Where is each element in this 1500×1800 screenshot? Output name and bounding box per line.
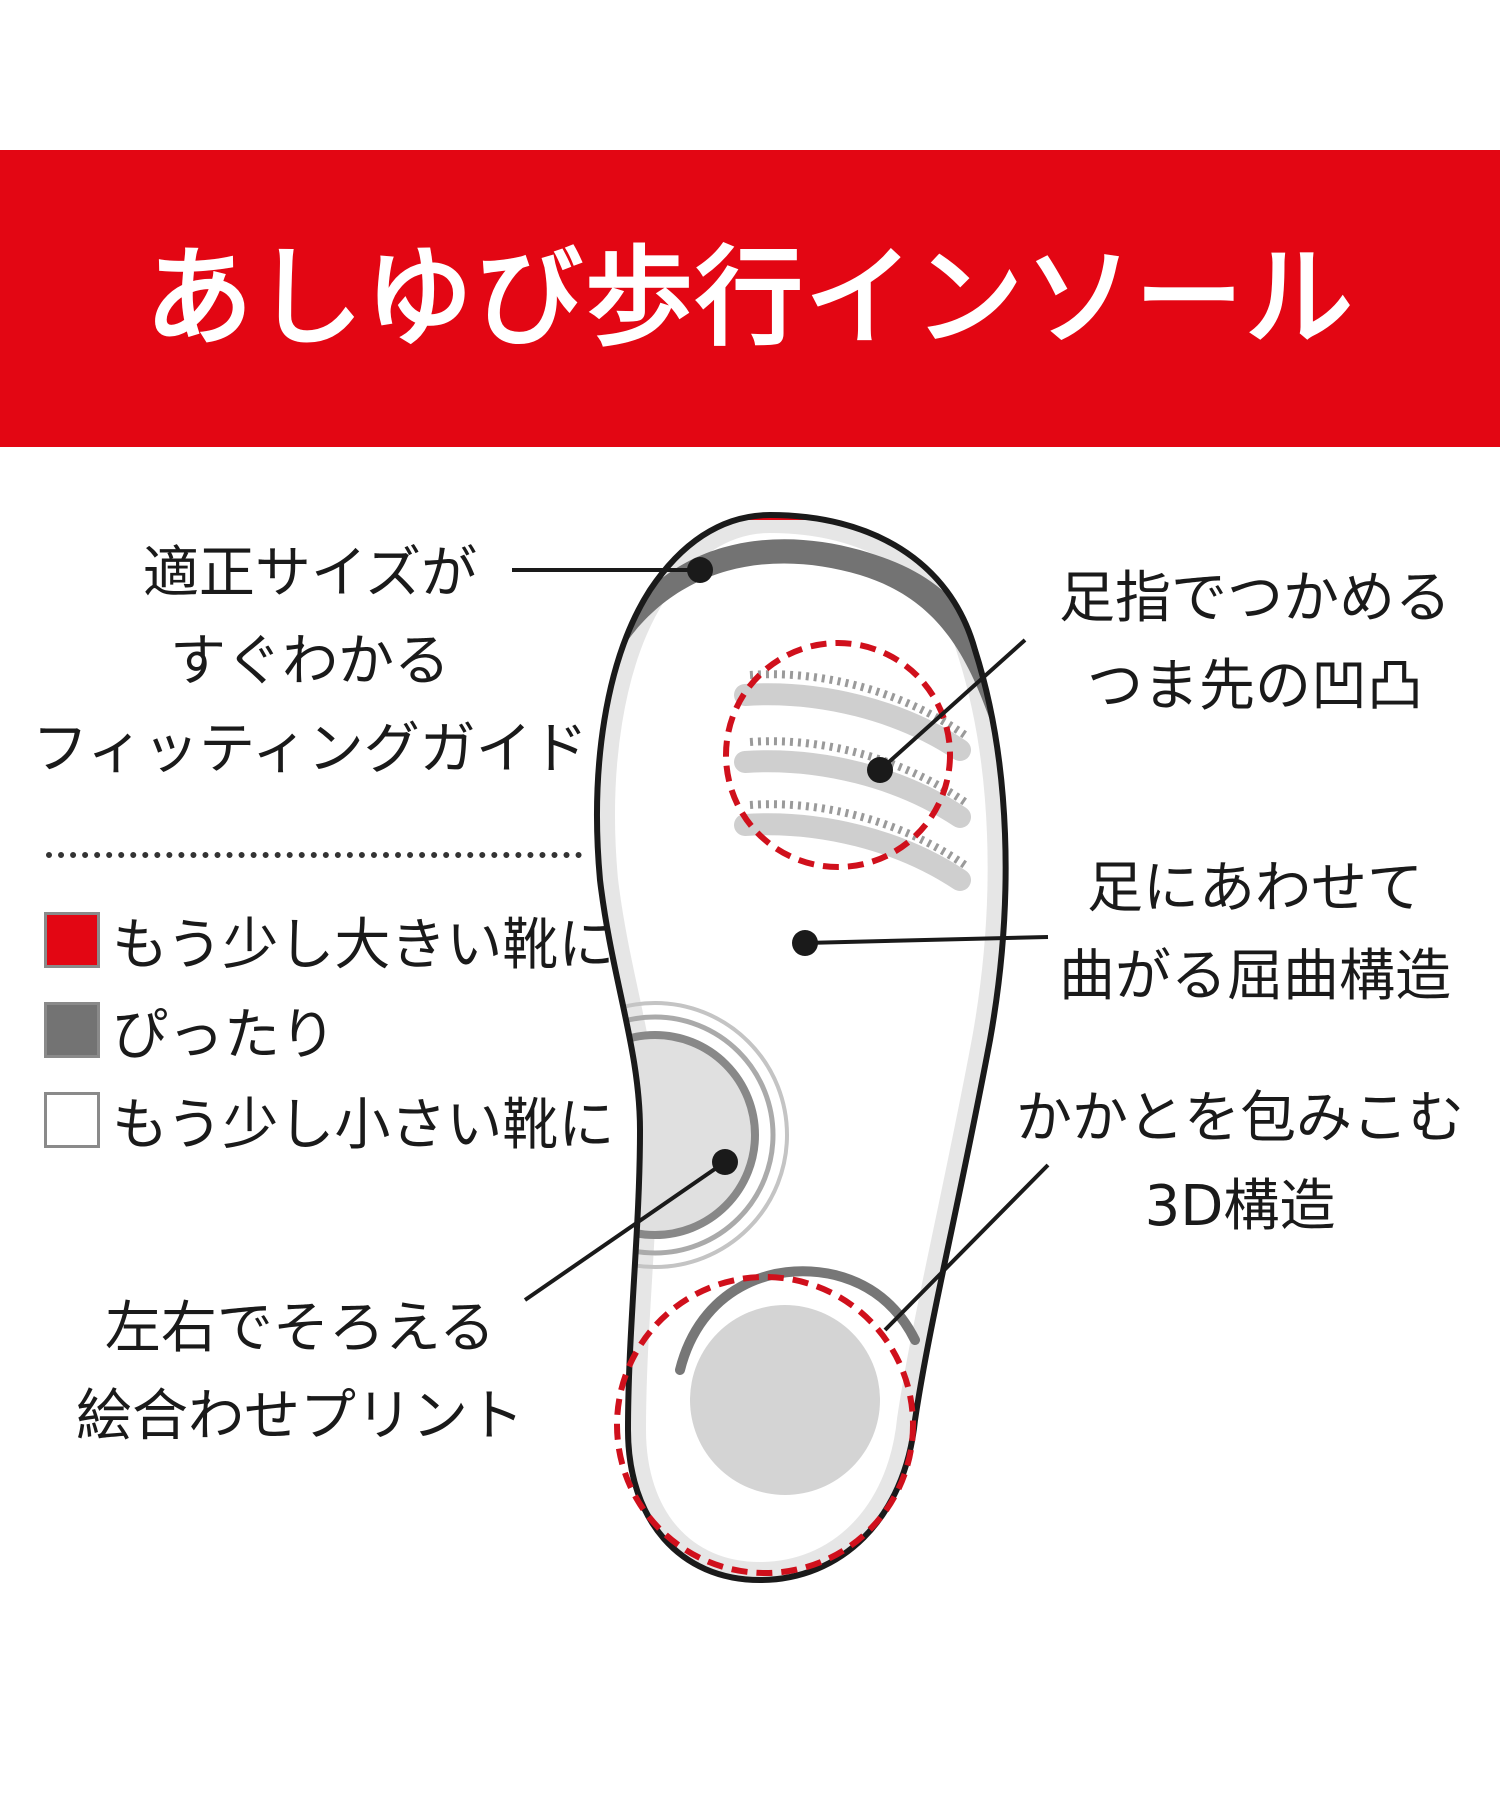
leader-print xyxy=(523,1160,727,1302)
legend-item-perfect: ぴったり xyxy=(44,995,336,1068)
legend-item-smaller: もう少し小さい靴に xyxy=(44,1085,614,1158)
callout-heel: かかとを包みこむ 3D構造 xyxy=(1000,1075,1480,1251)
callout-line: 足にあわせて xyxy=(1087,856,1423,921)
fitting-guide-gray xyxy=(600,539,990,720)
swatch-red xyxy=(44,912,100,968)
callout-toe-grip: 足指でつかめる つま先の凹凸 xyxy=(1030,555,1480,731)
heel-highlight-circle xyxy=(614,1274,916,1576)
title-banner: あしゆび歩行インソール xyxy=(0,150,1500,447)
callout-line: 足指でつかめる xyxy=(1059,566,1451,631)
toe-grip-ridges xyxy=(734,670,971,891)
callout-dot xyxy=(792,930,818,956)
leader-flex xyxy=(804,935,1049,945)
callout-dot xyxy=(867,757,893,783)
callout-line: 曲がる屈曲構造 xyxy=(1059,944,1451,1009)
legend-divider xyxy=(46,852,582,858)
callout-print: 左右でそろえる 絵合わせプリント xyxy=(50,1285,550,1461)
callout-line: すぐわかる xyxy=(170,629,450,694)
legend-item-larger: もう少し大きい靴に xyxy=(44,905,614,978)
callout-line: 絵合わせプリント xyxy=(76,1384,524,1449)
swatch-gray xyxy=(44,1002,100,1058)
callout-line: 適正サイズが xyxy=(142,541,478,606)
callout-line: フィッティングガイド xyxy=(32,717,588,782)
page-title: あしゆび歩行インソール xyxy=(144,235,1355,361)
callout-line: かかとを包みこむ xyxy=(1016,1086,1464,1151)
insole-outline xyxy=(594,511,1009,1584)
callout-flex: 足にあわせて 曲がる屈曲構造 xyxy=(1030,845,1480,1021)
callout-line: 3D構造 xyxy=(1144,1174,1336,1239)
swatch-white xyxy=(44,1092,100,1148)
legend-label: もう少し大きい靴に xyxy=(112,912,615,978)
legend-label: ぴったり xyxy=(112,1002,336,1068)
toe-highlight-circle xyxy=(723,640,953,870)
callout-fitting-guide: 適正サイズが すぐわかる フィッティングガイド xyxy=(30,530,590,794)
legend-label: もう少し小さい靴に xyxy=(112,1092,615,1158)
leader-toe-grip xyxy=(878,638,1027,772)
callout-line: つま先の凹凸 xyxy=(1087,654,1423,719)
leader-heel xyxy=(883,1163,1050,1332)
callout-dot xyxy=(687,557,713,583)
callout-dot xyxy=(712,1149,738,1175)
callout-line: 左右でそろえる xyxy=(104,1296,496,1361)
